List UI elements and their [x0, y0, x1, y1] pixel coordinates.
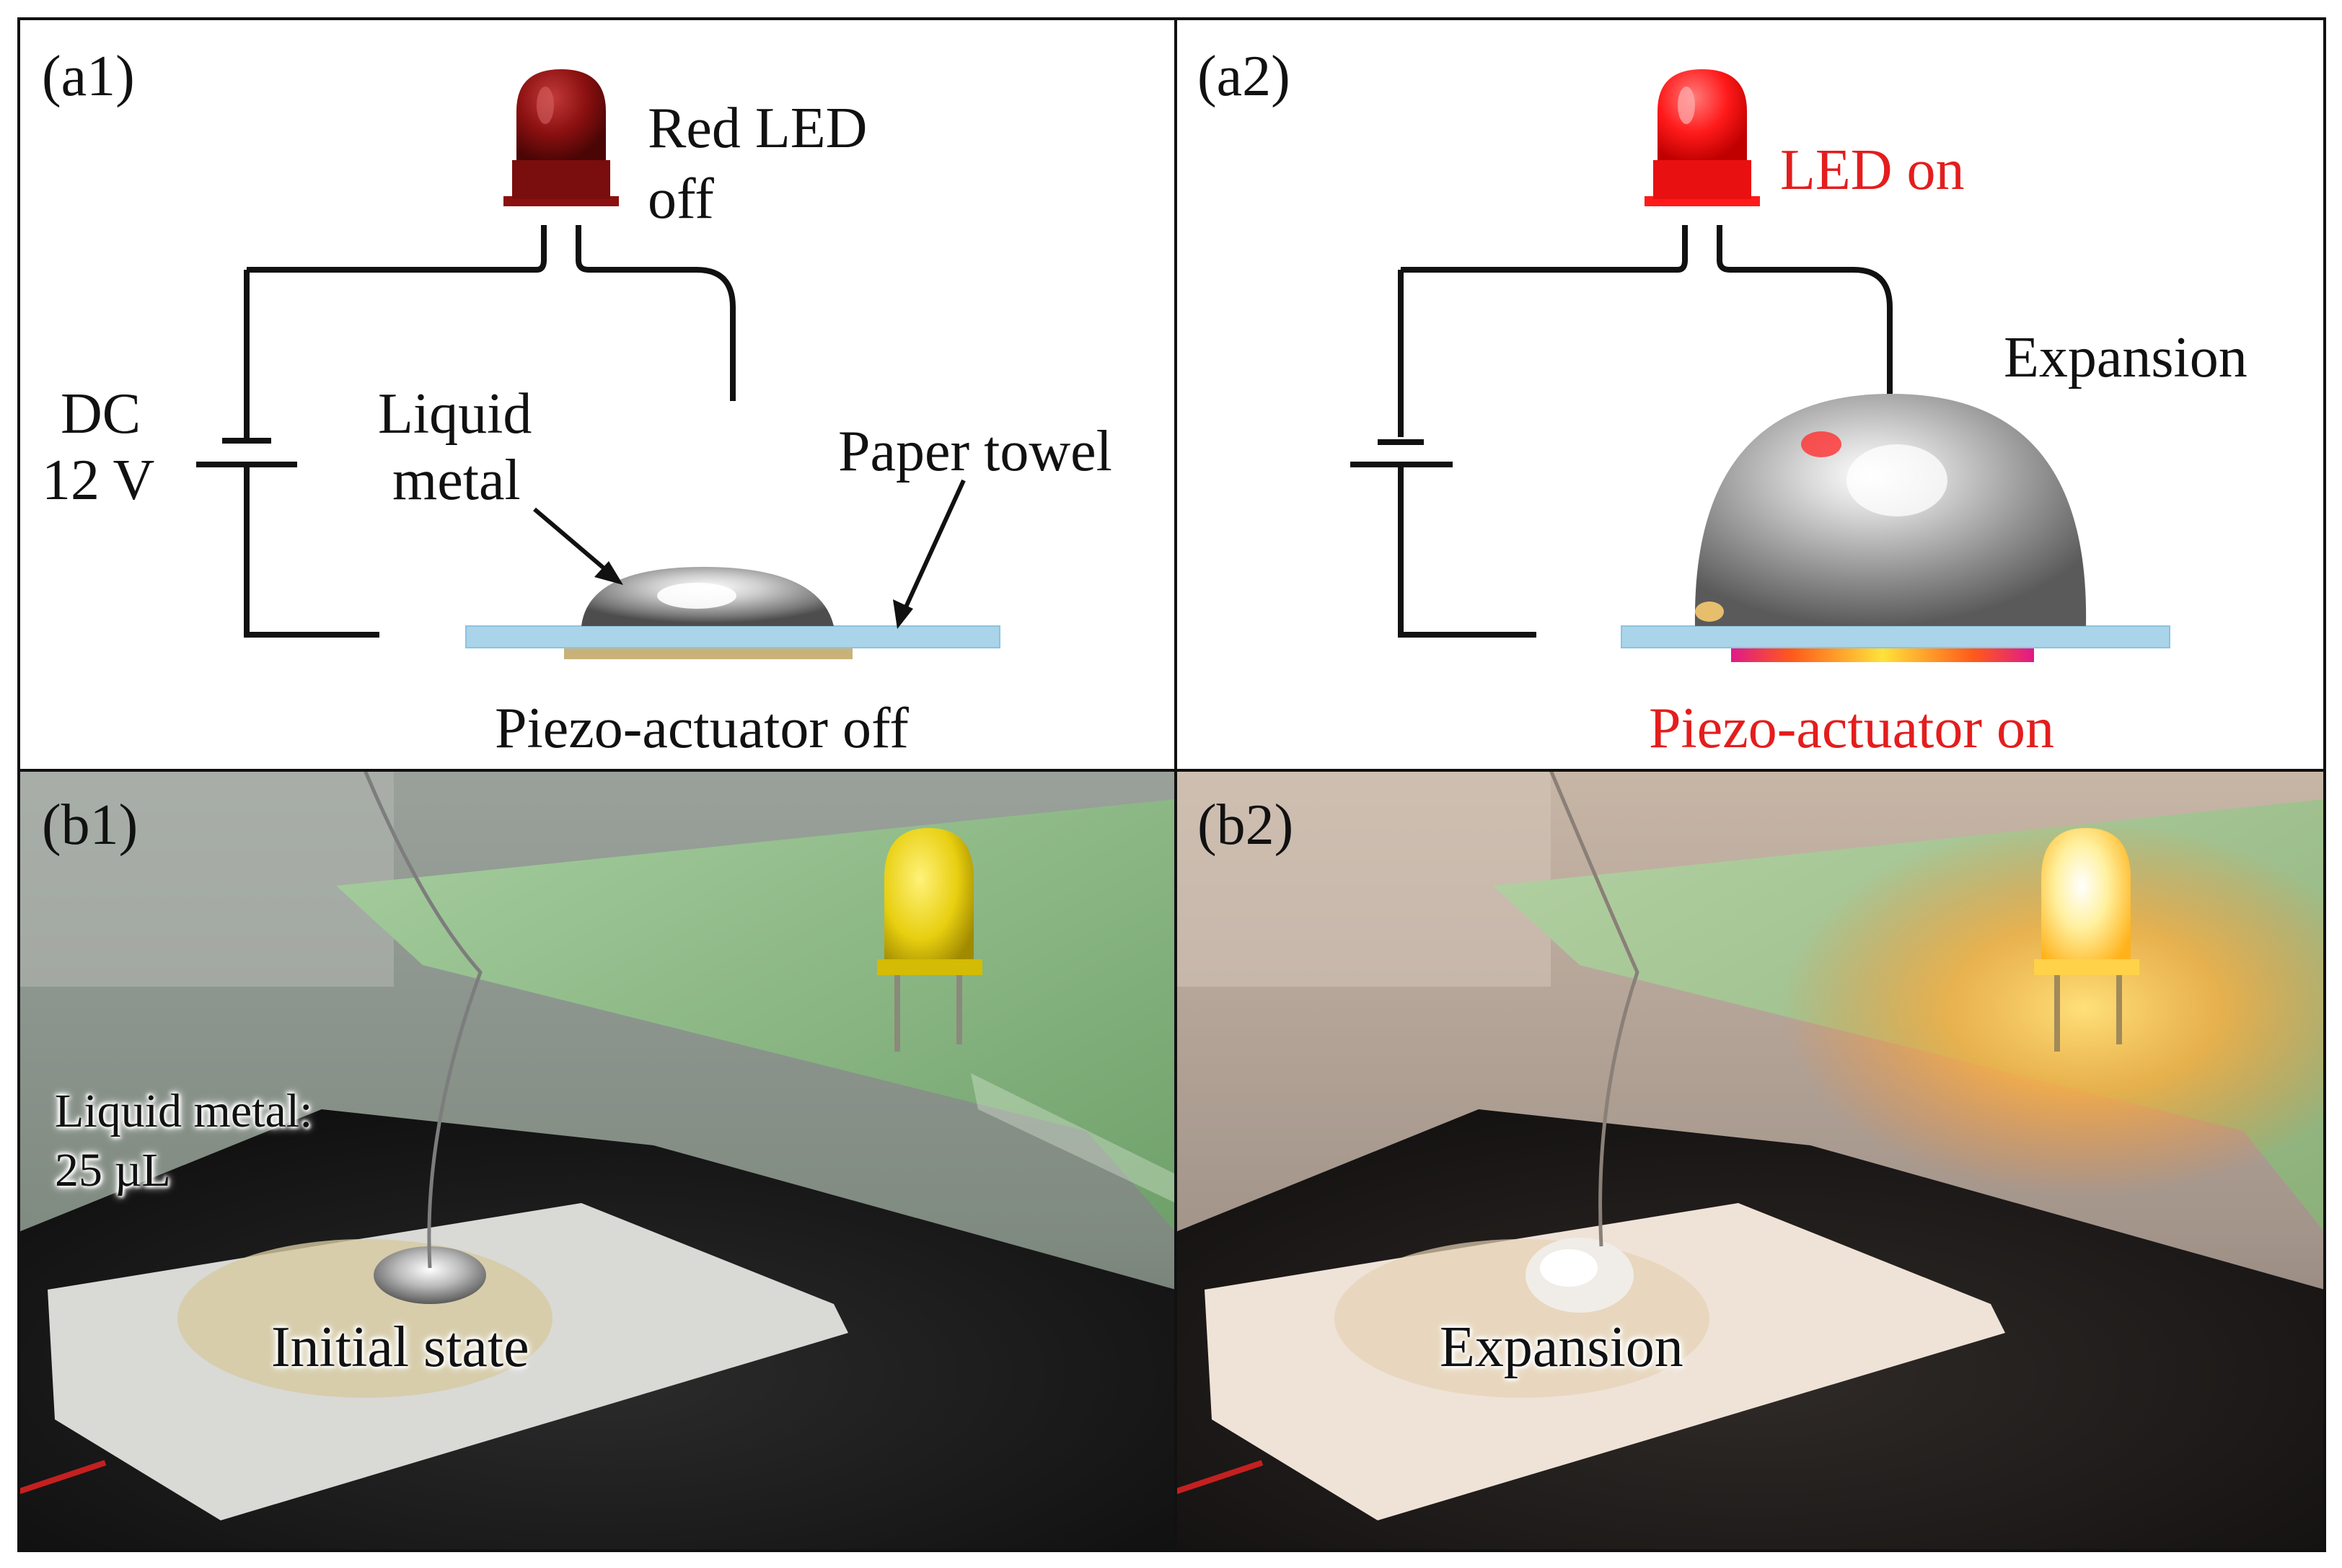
- led-status-label: Red LED: [648, 97, 868, 160]
- frame-top: [19, 17, 2325, 20]
- wire-top-right: [1717, 225, 1893, 408]
- panel-label-b1: (b1): [42, 793, 138, 857]
- liquid-metal-label-line2: metal: [392, 449, 521, 512]
- frame-right: [2323, 17, 2326, 1552]
- piezo-actuator-off: [564, 648, 853, 659]
- photo-expansion-state: [1176, 770, 2325, 1551]
- liquid-metal-arrow: [533, 507, 623, 585]
- wire-bottom: [1398, 480, 1536, 638]
- wire-top-left: [1401, 225, 1688, 273]
- panel-label-a2: (a2): [1197, 45, 1290, 108]
- panel-b1: (b1) Liquid metal: 25 µL Initial state: [19, 770, 1176, 1551]
- liquid-volume-value: 25 µL: [55, 1144, 171, 1197]
- power-source-voltage: 12 V: [42, 449, 155, 512]
- yellow-led-on: [2034, 828, 2139, 1052]
- frame-left: [17, 17, 20, 1552]
- frame-vertical-divider: [1174, 17, 1177, 1552]
- liquid-volume-label: Liquid metal:: [55, 1085, 313, 1137]
- piezo-actuator-on: [1731, 646, 2034, 662]
- probe-wire: [363, 770, 483, 1269]
- state-label: Expansion: [1440, 1316, 1683, 1379]
- panel-label-b2: (b2): [1197, 793, 1294, 857]
- panel-a2: (a2) LED on Expansion Piezo-actuator on: [1176, 19, 2325, 770]
- panel-a1: (a1) Red LED off DC 12 V Liquid metal Pa…: [19, 19, 1176, 770]
- led-on-icon: [1645, 69, 1760, 206]
- photo-initial-state: [19, 770, 1176, 1551]
- probe-wire: [1549, 770, 1639, 1247]
- frame-horizontal-divider: [19, 769, 2325, 772]
- frame-bottom: [19, 1549, 2325, 1552]
- liquid-metal-label: Liquid: [378, 382, 532, 446]
- wire-top-right: [576, 225, 736, 401]
- paper-towel-arrow: [893, 479, 966, 629]
- led-status-label-line2: off: [648, 167, 714, 231]
- paper-towel: [1621, 625, 2170, 648]
- liquid-metal-droplet: [374, 1246, 486, 1304]
- panel-b2: (b2) Expansion: [1176, 770, 2325, 1551]
- power-source-label: DC: [61, 382, 141, 446]
- piezo-status-label: Piezo-actuator off: [495, 697, 909, 760]
- led-off-icon: [503, 69, 619, 206]
- circuit-diagram-off: [196, 69, 1000, 659]
- wire-top-left: [247, 225, 547, 273]
- circuit-diagram-on: [1350, 69, 2170, 662]
- expansion-label: Expansion: [2004, 326, 2248, 389]
- yellow-led-off: [877, 828, 982, 1052]
- wire-bottom: [244, 480, 379, 638]
- paper-towel-label: Paper towel: [838, 420, 1112, 483]
- led-status-label: LED on: [1780, 138, 1965, 202]
- state-label: Initial state: [271, 1316, 529, 1379]
- panel-label-a1: (a1): [42, 45, 135, 108]
- paper-towel: [465, 625, 1000, 648]
- piezo-status-label: Piezo-actuator on: [1649, 697, 2054, 760]
